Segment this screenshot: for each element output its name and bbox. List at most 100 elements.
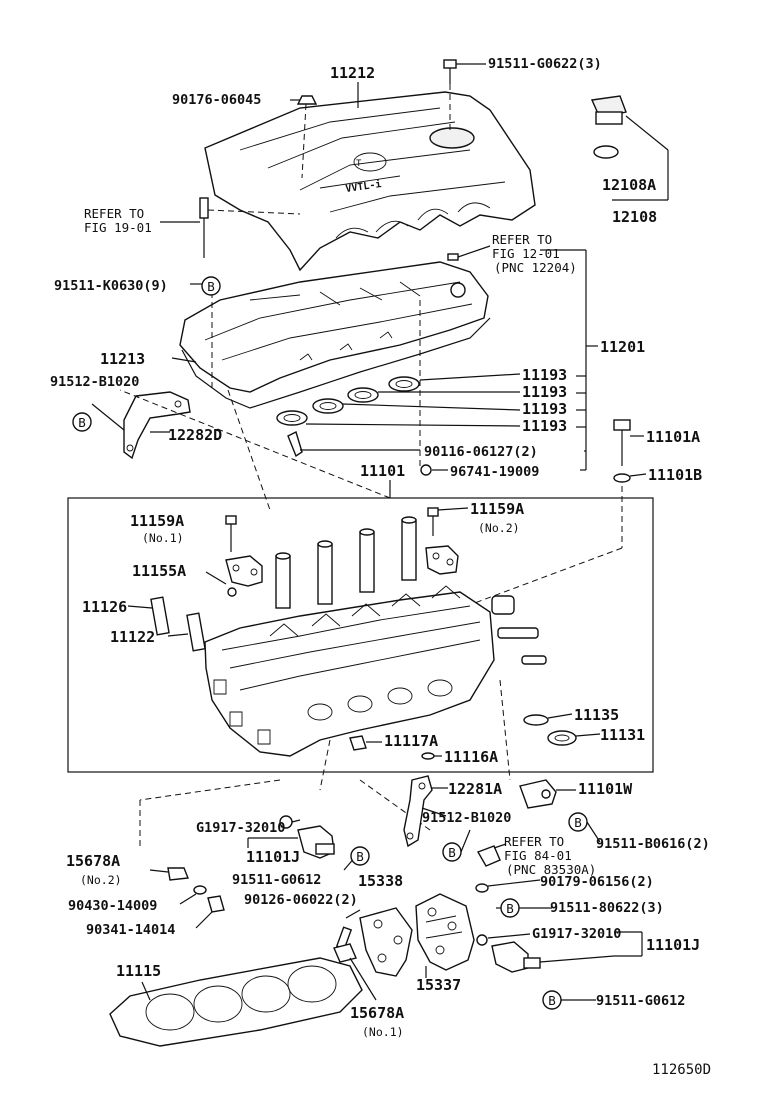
label-g1917-32010-b: G1917-32010 [532,926,621,942]
label-refer-12-a: REFER TO [492,232,552,247]
camshaft-housing-11155A-no2 [425,545,459,575]
label-91512-b1020-b: 91512-B1020 [422,810,511,826]
label-15678A-1-note: (No.1) [362,1025,404,1039]
washer-11101B-icon [613,473,647,483]
label-11159A-2: 11159A [470,500,524,518]
pipe-11122 [167,612,206,652]
label-refer-19-a: REFER TO [84,206,144,221]
plug-tube-seals-11193 [276,373,521,427]
label-12281A: 12281A [448,780,502,798]
label-11193-1: 11193 [522,366,567,384]
gasket-15338 [359,907,413,977]
group-bracket-11201 [190,249,598,471]
label-g1917-32010-a: G1917-32010 [196,820,285,836]
oil-control-valve-11101J-right [476,933,615,973]
label-11135: 11135 [574,706,619,724]
cylinder-head-11101 [204,585,495,757]
oil-control-valve-11101J-left [279,815,335,859]
bolt-marker-b-4: B [442,842,462,862]
cylinder-head-cover-11201 [179,245,491,409]
label-refer-84-c: (PNC 83530A) [506,862,596,877]
label-11193-2: 11193 [522,383,567,401]
stud-refer-19-01-icon [160,197,209,258]
sensor-refer-84-01-icon [476,843,507,867]
label-12108: 12108 [612,208,657,226]
svg-text:B: B [574,815,582,830]
label-11101W: 11101W [578,780,633,798]
stud-90116-icon [287,431,420,458]
label-11126: 11126 [82,598,127,616]
housing-15337 [415,893,475,971]
pipe-11126 [127,596,170,636]
bolt-90179-icon [475,879,541,893]
plug-11117A-icon [349,735,382,751]
label-91511-k0630: 91511-K0630(9) [54,278,168,294]
label-11201: 11201 [600,338,645,356]
label-11131: 11131 [600,726,645,744]
oil-filler-cap-12108A-icon [590,95,669,201]
label-90430-14009: 90430-14009 [68,898,157,914]
label-11101B: 11101B [648,466,702,484]
svg-text:B: B [506,901,514,916]
label-11122: 11122 [110,628,155,646]
stud-90126-icon [335,909,361,950]
seal-ring-11131-icon [547,730,601,746]
label-91511-80622: 91511-80622(3) [550,900,664,916]
label-11115: 11115 [116,962,161,980]
grommet-90176-icon [290,95,318,105]
camshaft-housing-11155A [205,555,263,597]
label-11193-4: 11193 [522,417,567,435]
svg-text:B: B [356,849,364,864]
label-15678A-2-note: (No.2) [80,873,122,887]
label-90176-06045: 90176-06045 [172,92,261,108]
label-91512-b1020-a: 91512-B1020 [50,374,139,390]
label-refer-19-b: FIG 19-01 [84,220,152,235]
label-90116-06127: 90116-06127(2) [424,444,538,460]
dowel-pin-icon [497,627,547,665]
gasket-11213-line [171,357,197,363]
label-11101: 11101 [360,462,405,480]
bolt-11159A-no2-icon [427,507,469,536]
bolt-marker-b-3: B [568,812,588,832]
bolt-marker-b-2: B [72,412,92,432]
cover-vvtli-emblem: VVTL-i [345,178,382,195]
part-labels: 11212 91511-G0622(3) 90176-06045 12108A … [50,56,711,1078]
svg-text:B: B [448,845,456,860]
bolt-marker-b-5: B [350,846,370,866]
label-11159A-1-note: (No.1) [142,531,184,545]
label-91511-g0612-b: 91511-G0612 [596,993,685,1009]
bracket-11101J-left [247,837,298,848]
bolt-11159A-no1-icon [225,515,237,552]
washer-90430-icon [179,885,207,905]
plug-11116A-icon [421,752,442,760]
label-91511-b0616: 91511-B0616(2) [596,836,710,852]
label-11116A: 11116A [444,748,498,766]
plug-tubes [275,516,417,609]
label-12108A: 12108A [602,176,656,194]
engine-hanger-12282D [91,391,191,460]
label-11159A-1: 11159A [130,512,184,530]
label-refer-12-c: (PNC 12204) [494,260,577,275]
svg-text:B: B [78,415,86,430]
label-11101J-a: 11101J [246,848,300,866]
label-11101J-b: 11101J [646,936,700,954]
label-96741-19009: 96741-19009 [450,464,539,480]
label-11117A: 11117A [384,732,438,750]
label-11193-3: 11193 [522,400,567,418]
plug-90341-icon [195,895,225,929]
plug-cup-icon [491,595,515,615]
label-90126-06022: 90126-06022(2) [244,892,358,908]
svg-text:B: B [548,993,556,1008]
label-15338: 15338 [358,872,403,890]
label-11101A: 11101A [646,428,700,446]
union-15678A-no1-icon [333,943,377,1001]
label-90341-14014: 90341-14014 [86,922,175,938]
engine-cover-11212: T VVTL-i [204,91,536,272]
label-refer-84-a: REFER TO [504,834,564,849]
head-bolt-11101A-icon [613,419,644,466]
label-12282D: 12282D [168,426,222,444]
bracket-11101J-right [614,931,643,957]
head-gasket-11115 [109,957,363,1047]
label-15678A-2: 15678A [66,852,120,870]
label-11159A-2-note: (No.2) [478,521,520,535]
